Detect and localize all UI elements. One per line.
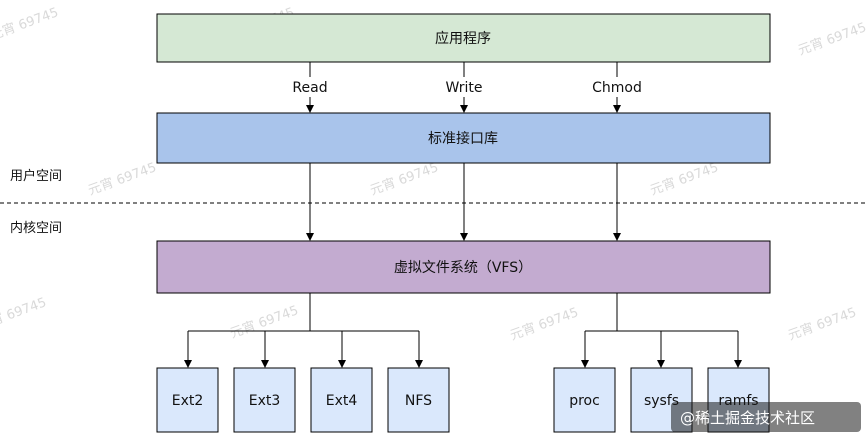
chmod-label: Chmod [592,80,642,96]
vfs-label: 虚拟文件系统（VFS） [394,260,532,276]
nfs-label: NFS [405,393,432,409]
watermark: 元宵 69745 [228,302,301,341]
ext4-label: Ext4 [326,393,358,409]
read-label: Read [292,80,327,96]
watermark: 元宵 69745 [0,4,61,43]
fs-group-a: Ext2 Ext3 Ext4 NFS [156,367,450,433]
watermark: 元宵 69745 [368,159,441,198]
std-library-label: 标准接口库 [428,130,498,147]
watermark: 元宵 69745 [508,304,581,343]
read-label-bg [286,77,334,97]
ext4-box [310,367,373,433]
ext3-box [233,367,296,433]
application-label: 应用程序 [435,30,491,47]
ext2-box [156,367,219,433]
source-badge: @稀土掘金技术社区 [671,402,861,432]
badge-background [671,402,861,432]
std-library-layer: 标准接口库 [156,112,771,164]
vfs-box [156,240,771,294]
fs-tree-connectors [184,293,742,368]
kernel-space-label: 内核空间 [10,220,62,236]
watermark: 元宵 69745 [796,19,867,58]
ext3-label: Ext3 [249,393,281,409]
kernel-entry-arrows [306,163,621,241]
nfs-box [387,367,450,433]
watermark: 元宵 69745 [0,294,49,333]
ext2-label: Ext2 [172,393,204,409]
proc-label: proc [569,393,600,409]
user-space-label: 用户空间 [10,168,62,184]
watermark: 元宵 69745 [786,304,859,343]
vfs-layer: 虚拟文件系统（VFS） [156,240,771,294]
proc-box [553,367,616,433]
write-label-bg [440,77,488,97]
application-layer: 应用程序 [156,13,771,63]
write-label: Write [446,80,483,96]
std-library-box [156,112,771,164]
watermark: 元宵 69745 [648,159,721,198]
sysfs-label: sysfs [644,393,679,409]
watermark: 元宵 69745 [86,159,159,198]
application-box [156,13,771,63]
syscall-arrows: Read Write Chmod [286,62,644,113]
chmod-label-bg [590,77,644,97]
badge-label: @稀土掘金技术社区 [680,409,815,427]
